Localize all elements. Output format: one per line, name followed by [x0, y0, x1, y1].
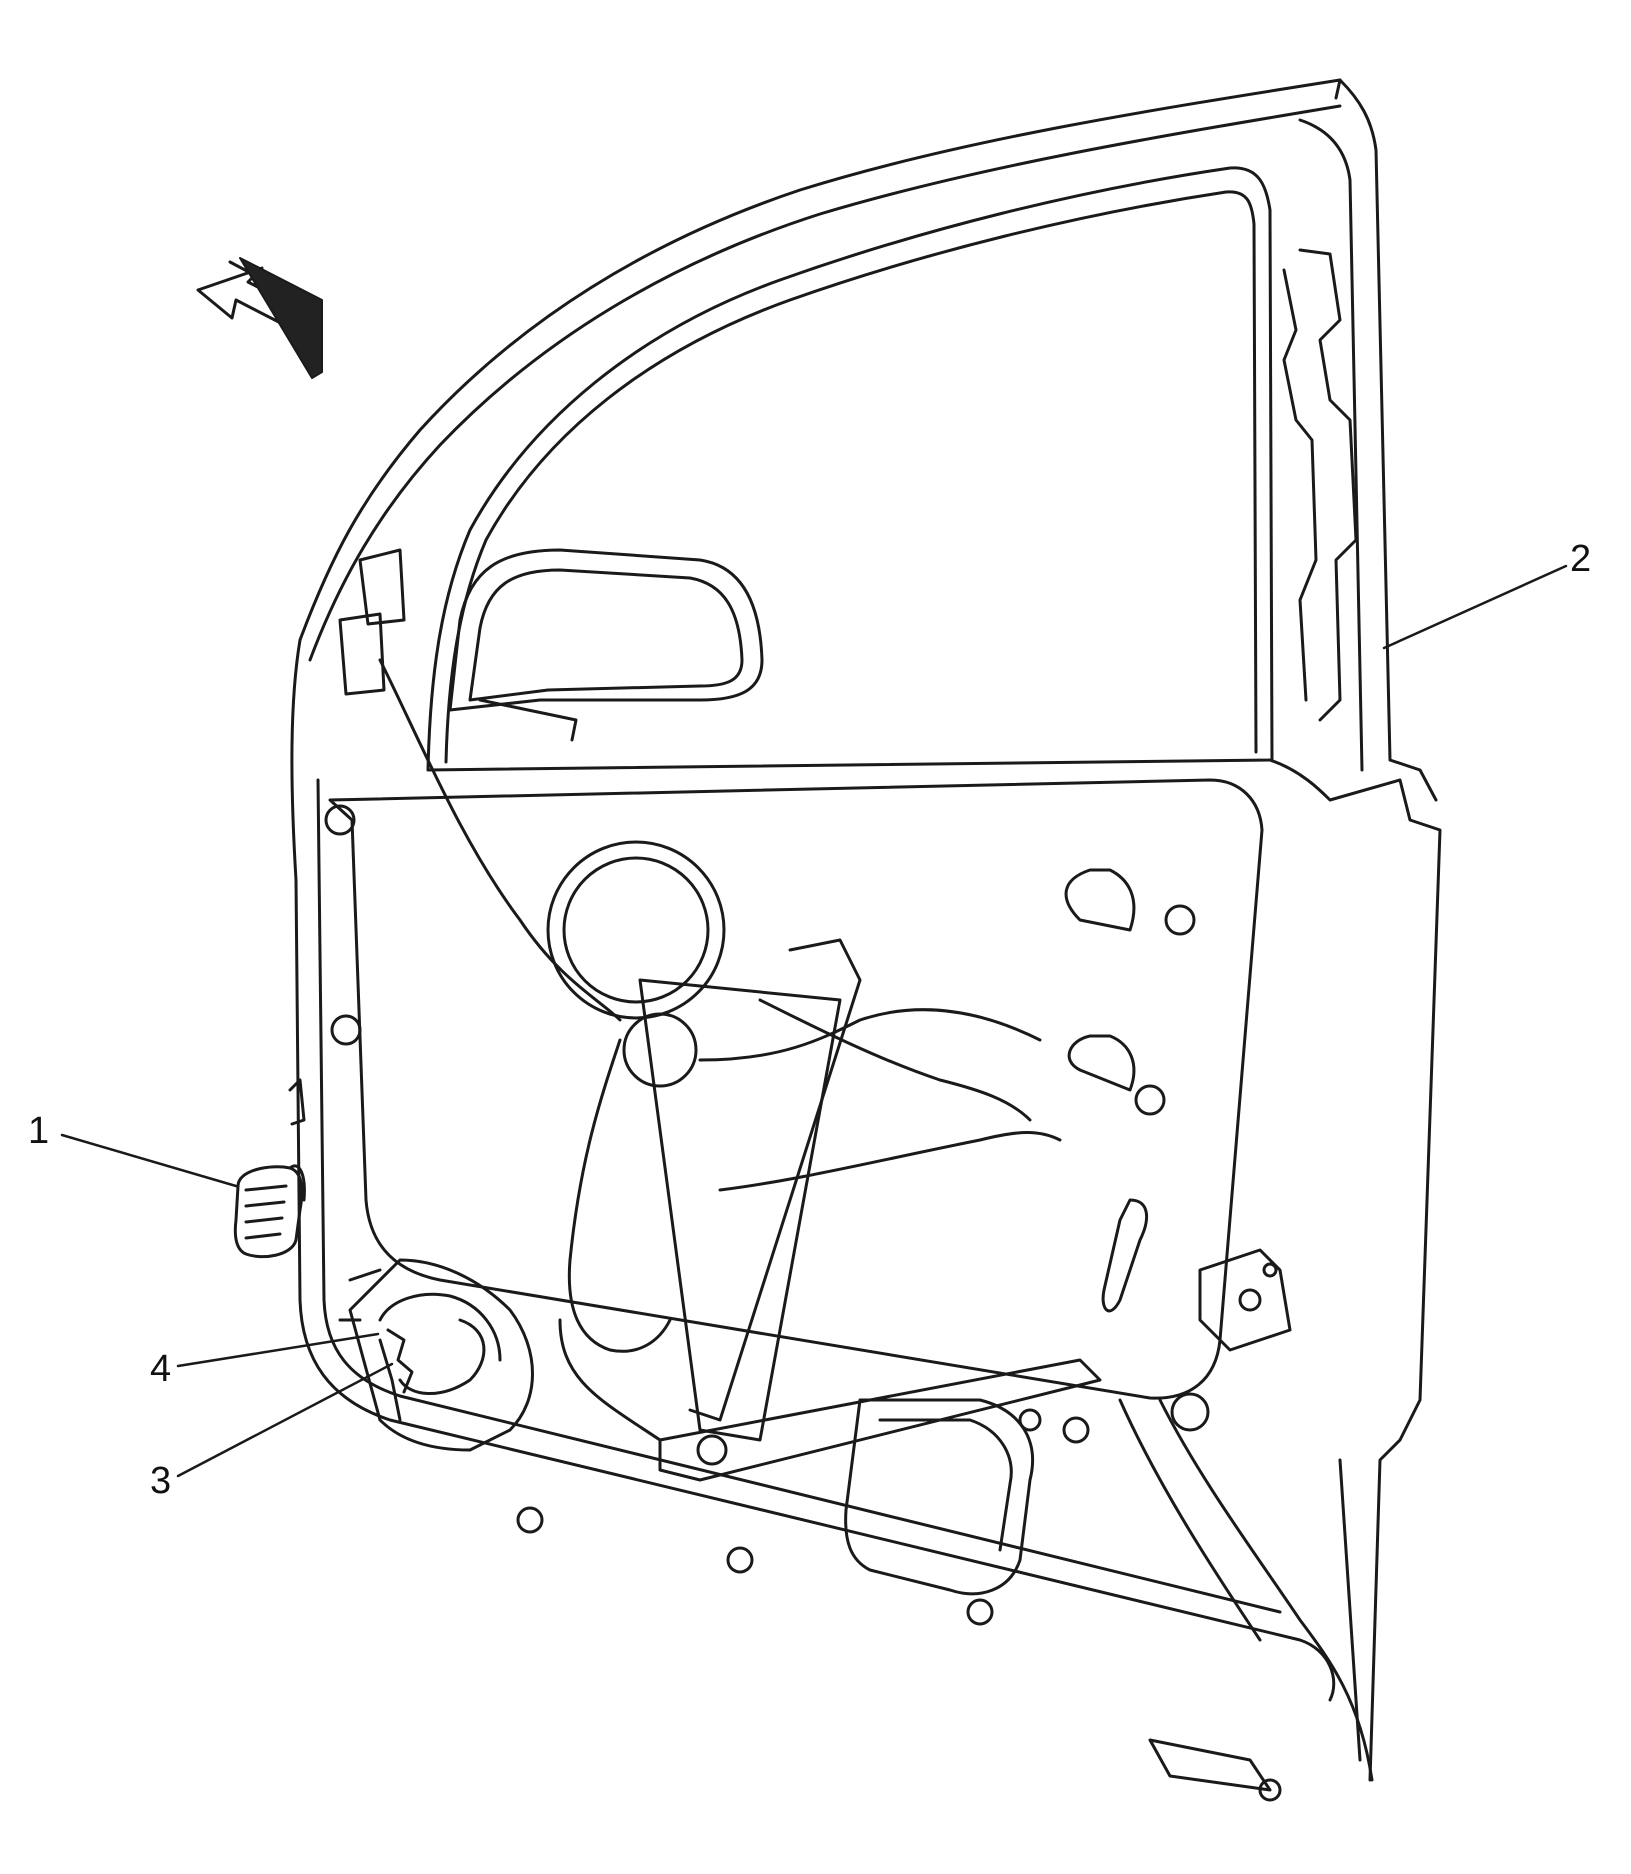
- leader-line-2: [1382, 564, 1568, 650]
- callout-label-2: 2: [1570, 538, 1592, 580]
- leader-lines: [60, 564, 1568, 1478]
- leader-line-4: [176, 1332, 380, 1368]
- window-regulator-drawing: [324, 548, 1292, 1626]
- callout-label-3: 3: [150, 1460, 172, 1502]
- callout-label-1: 1: [28, 1110, 50, 1152]
- connector-drawing: [233, 1078, 306, 1259]
- forward-direction-arrow-icon: [196, 257, 323, 379]
- callout-label-4: 4: [150, 1348, 172, 1390]
- leader-line-1: [60, 1133, 238, 1188]
- leader-line-3: [176, 1362, 394, 1478]
- speaker-drawing: [338, 1258, 534, 1452]
- door-assembly-drawing: [290, 78, 1442, 1802]
- mirror-drawing: [448, 548, 764, 742]
